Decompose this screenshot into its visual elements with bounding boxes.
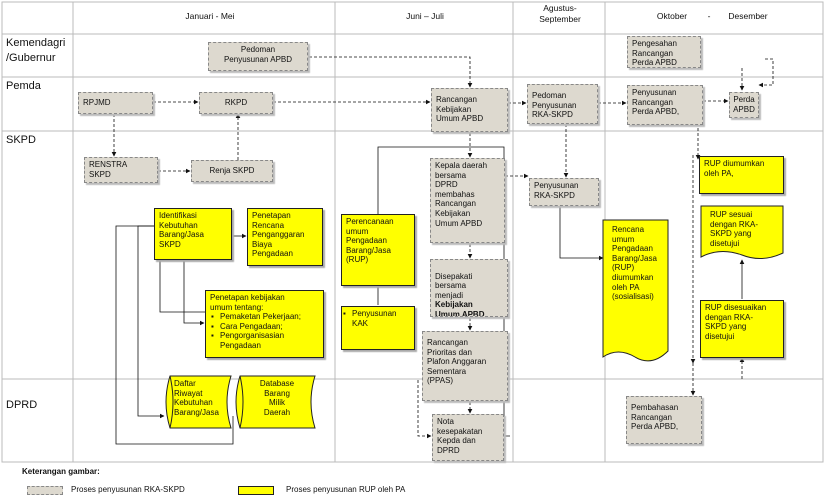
box-penyusunan-kak: Penyusunan KAK: [341, 306, 415, 350]
box-pedoman-rka: Pedoman Penyusunan RKA-SKPD: [527, 84, 598, 124]
disepakati-bold: Kebijakan Umum APBD: [435, 300, 485, 317]
legend-swatch-rka: [27, 486, 63, 495]
header-col-des: Desember: [728, 11, 768, 21]
legend-label-rup: Proses penyusunan RUP oleh PA: [286, 485, 406, 494]
scroll-daftar-riwayat-shape: [165, 375, 232, 429]
box-daftar-riwayat: Daftar Riwayat Kebutuhan Barang/Jasa: [174, 379, 219, 417]
doc-rencana-umum-shape: [602, 219, 669, 362]
box-penyusunan-rka: Penyusunan RKA-SKPD: [529, 178, 599, 206]
box-rpjmd: RPJMD: [78, 92, 153, 114]
kebijakan-list: Pemaketan Pekerjaan; Cara Pengadaan; Pen…: [210, 312, 319, 350]
box-rup-disesuaikan: RUP disesuaikan dengan RKA- SKPD yang di…: [700, 300, 784, 358]
box-rencana-umum: Rencana umum Pengadaan Barang/Jasa (RUP)…: [612, 225, 657, 302]
kebijakan-title: Penetapan kebijakan umum tentang:: [210, 293, 285, 312]
lane-dprd: DPRD: [6, 399, 38, 411]
box-penetapan-rencana: Penetapan Rencana Penganggaran Biaya Pen…: [247, 208, 323, 266]
box-pedoman-apbd: Pedoman Penyusunan APBD: [208, 42, 308, 71]
scroll-database-shape: [235, 375, 316, 429]
box-rup-diumumkan: RUP diumumkan oleh PA,: [699, 156, 784, 194]
box-rup-sesuai: RUP sesuai dengan RKA- SKPD yang disetuj…: [710, 210, 759, 248]
box-rancangan-ppas: Rancangan Prioritas dan Plafon Anggaran …: [422, 331, 508, 401]
header-col-dash: -: [707, 11, 711, 21]
box-database-barang: Database Barang Milik Daerah: [259, 379, 295, 417]
box-perda-apbd: Perda APBD: [729, 92, 759, 118]
legend-label-rka: Proses penyusunan RKA-SKPD: [71, 485, 185, 494]
header-col-agu-sep: Agustus- September: [539, 3, 581, 24]
box-penyusunan-perda: Penyusunan Rancangan Perda APBD,: [627, 85, 703, 125]
box-pengesahan: Pengesahan Rancangan Perda APBD: [627, 36, 701, 68]
header-col-jun-jul: Juni – Juli: [406, 11, 444, 21]
box-kepala-daerah: Kepala daerah bersama DPRD membahas Ranc…: [430, 158, 505, 243]
kak-list: Penyusunan KAK: [343, 309, 410, 328]
box-renstra: RENSTRA SKPD: [84, 157, 158, 183]
box-pembahasan: Pembahasan Rancangan Perda APBD,: [626, 396, 702, 444]
legend-swatch-rup: [238, 486, 274, 495]
kebijakan-item: Pemaketan Pekerjaan;: [211, 312, 319, 322]
penyusunan-kak-text: Penyusunan KAK: [343, 309, 410, 328]
kebijakan-item: Cara Pengadaan;: [211, 322, 319, 332]
header-col-jan-mei: Januari - Mei: [185, 11, 235, 21]
header-col-okt: Oktober: [656, 11, 688, 21]
box-perencanaan-rup: Perencanaan umum Pengadaan Barang/Jasa (…: [341, 214, 415, 286]
kebijakan-item: Pengorganisasian Pengadaan: [211, 331, 319, 350]
box-nota: Nota kesepakatan Kepda dan DPRD: [432, 414, 504, 461]
lane-pemda: Pemda: [6, 80, 41, 92]
disepakati-text: Disepakati bersama menjadi: [435, 271, 473, 300]
box-rkpd: RKPD: [199, 92, 273, 114]
doc-rup-sesuai-shape: [700, 205, 784, 259]
box-penetapan-kebijakan: Penetapan kebijakan umum tentang: Pemake…: [205, 290, 324, 358]
box-disepakati: Disepakati bersama menjadi Kebijakan Umu…: [430, 259, 508, 317]
lane-kemendagri: Kemendagri /Gubernur: [6, 37, 66, 64]
box-rancangan-kua: Rancangan Kebijakan Umum APBD: [431, 88, 508, 132]
box-identifikasi: Identifikasi Kebutuhan Barang/Jasa SKPD: [154, 208, 232, 260]
legend-title: Keterangan gambar:: [22, 467, 100, 476]
box-renja-skpd: Renja SKPD: [191, 160, 273, 182]
lane-skpd: SKPD: [6, 134, 36, 146]
